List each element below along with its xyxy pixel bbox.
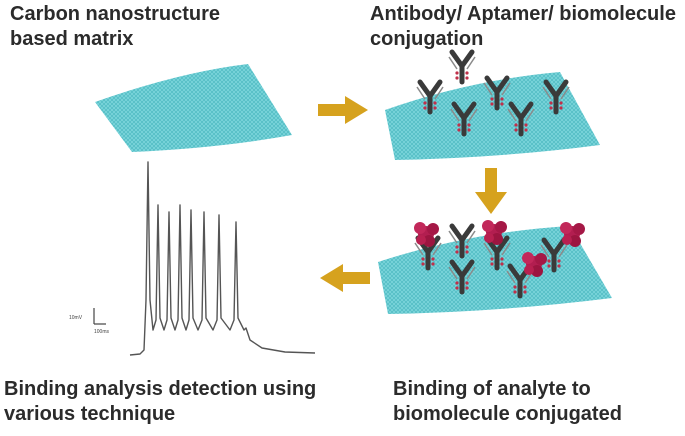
flow-arrow-down-icon [475, 168, 507, 214]
antibody-icon [449, 52, 475, 82]
signal-trace-icon [129, 161, 316, 356]
scale-bar-vertical-label: 10mV [69, 315, 83, 321]
graphene-sheet-plain-icon [95, 64, 292, 152]
graphene-sheet-analyte-icon [378, 226, 612, 314]
label-analyte-binding: Binding of analyte to biomolecule conjug… [393, 378, 622, 425]
flow-arrow-left-icon [320, 264, 370, 292]
label-biomolecule-conjugation: Antibody/ Aptamer/ biomolecule conjugati… [370, 3, 676, 50]
label-carbon-matrix: Carbon nanostructure based matrix [10, 3, 221, 50]
flow-arrow-right-icon [318, 96, 368, 124]
scale-bar: 10mV 100ms [69, 308, 110, 335]
label-binding-detection: Binding analysis detection using various… [4, 378, 317, 425]
scale-bar-horizontal-label: 100ms [94, 329, 110, 335]
